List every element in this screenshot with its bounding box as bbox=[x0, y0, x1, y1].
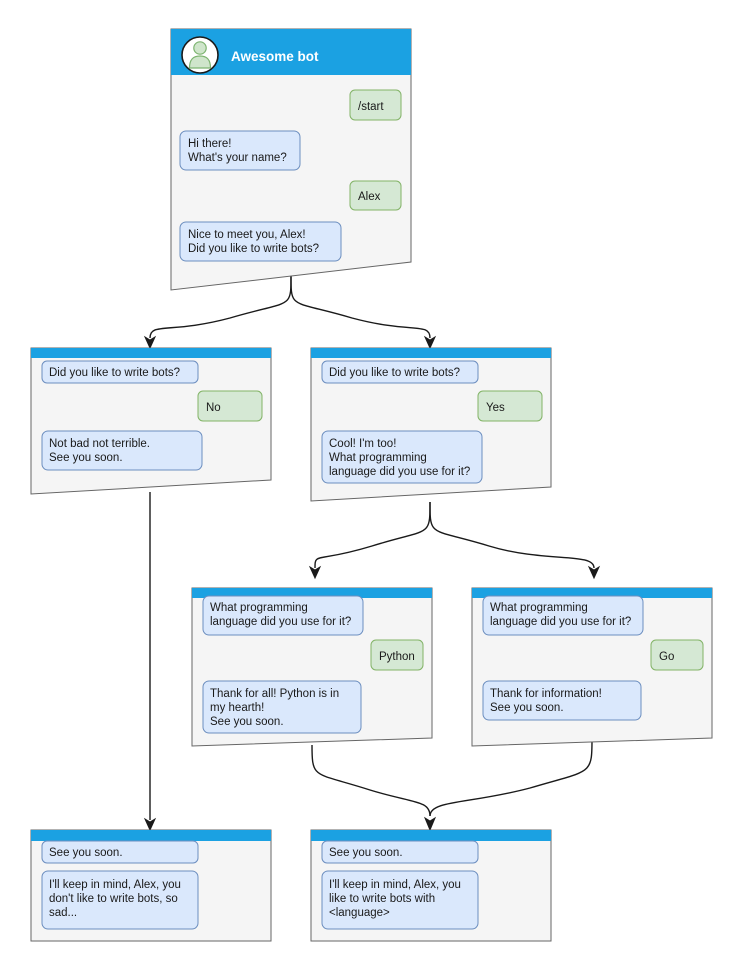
node-no[interactable]: Did you like to write bots? No Not bad n… bbox=[30, 347, 272, 495]
message-bubble-bot: Did you like to write bots? bbox=[321, 360, 479, 384]
message-text: Thank for information!See you soon. bbox=[490, 688, 602, 714]
message-text: See you soon. bbox=[329, 847, 403, 859]
message-text: Did you like to write bots? bbox=[49, 367, 180, 379]
node-end-happy[interactable]: See you soon. I'll keep in mind, Alex, y… bbox=[310, 829, 552, 942]
message-text: Did you like to write bots? bbox=[329, 367, 460, 379]
message-bubble-bot: Did you like to write bots? bbox=[41, 360, 199, 384]
edge-yes-to-go bbox=[429, 501, 595, 569]
message-bubble-bot: Hi there!What's your name? bbox=[179, 130, 301, 171]
message-text: Alex bbox=[358, 191, 381, 203]
message-text: Python bbox=[379, 651, 415, 663]
edge-root-to-yes bbox=[290, 275, 431, 339]
arrowhead-to-end-happy bbox=[423, 816, 437, 832]
node-no-header-bar bbox=[31, 348, 271, 358]
message-bubble-user: /start bbox=[349, 89, 402, 121]
edge-go-to-end-happy bbox=[429, 739, 593, 817]
arrowhead-yes-to-go bbox=[587, 565, 601, 580]
edge-yes-to-python bbox=[314, 501, 431, 569]
message-text: Hi there!What's your name? bbox=[188, 138, 287, 164]
message-text: Nice to meet you, Alex!Did you like to w… bbox=[188, 229, 319, 255]
message-bubble-bot: See you soon. bbox=[41, 840, 199, 864]
message-bubble-user: Go bbox=[650, 639, 704, 671]
arrowhead-no-to-end-sad bbox=[143, 817, 157, 832]
message-bubble-user: Python bbox=[370, 639, 424, 671]
node-end-happy-header-bar bbox=[311, 830, 551, 841]
message-bubble-bot: See you soon. bbox=[321, 840, 479, 864]
arrowhead-root-to-yes bbox=[423, 335, 437, 350]
arrowhead-root-to-no bbox=[143, 335, 157, 350]
node-end-sad[interactable]: See you soon. I'll keep in mind, Alex, y… bbox=[30, 829, 272, 942]
message-text: /start bbox=[358, 101, 384, 113]
node-root-title: Awesome bot bbox=[231, 49, 319, 64]
message-bubble-user: Yes bbox=[477, 390, 543, 422]
node-yes[interactable]: Did you like to write bots? Yes Cool! I'… bbox=[310, 347, 552, 502]
message-bubble-bot: Nice to meet you, Alex!Did you like to w… bbox=[179, 221, 342, 262]
edge-python-to-end-happy bbox=[311, 744, 431, 817]
person-avatar-icon bbox=[181, 36, 219, 74]
node-end-sad-header-bar bbox=[31, 830, 271, 841]
message-bubble-user: Alex bbox=[349, 180, 402, 211]
node-root[interactable]: Awesome bot /start Hi there!What's your … bbox=[170, 28, 412, 291]
arrowhead-yes-to-python bbox=[308, 565, 322, 580]
message-bubble-bot: Thank for information!See you soon. bbox=[482, 680, 642, 721]
message-text: Not bad not terrible.See you soon. bbox=[49, 438, 150, 464]
node-yes-header-bar bbox=[311, 348, 551, 358]
connector-layer bbox=[143, 275, 601, 832]
node-root-header-bar bbox=[171, 29, 411, 75]
message-text: No bbox=[206, 402, 221, 414]
message-text: Go bbox=[659, 651, 674, 663]
message-text: Yes bbox=[486, 402, 505, 414]
message-bubble-user: No bbox=[197, 390, 263, 422]
message-text: See you soon. bbox=[49, 847, 123, 859]
edge-root-to-no bbox=[149, 275, 292, 339]
message-bubble-bot: Not bad not terrible.See you soon. bbox=[41, 430, 203, 471]
